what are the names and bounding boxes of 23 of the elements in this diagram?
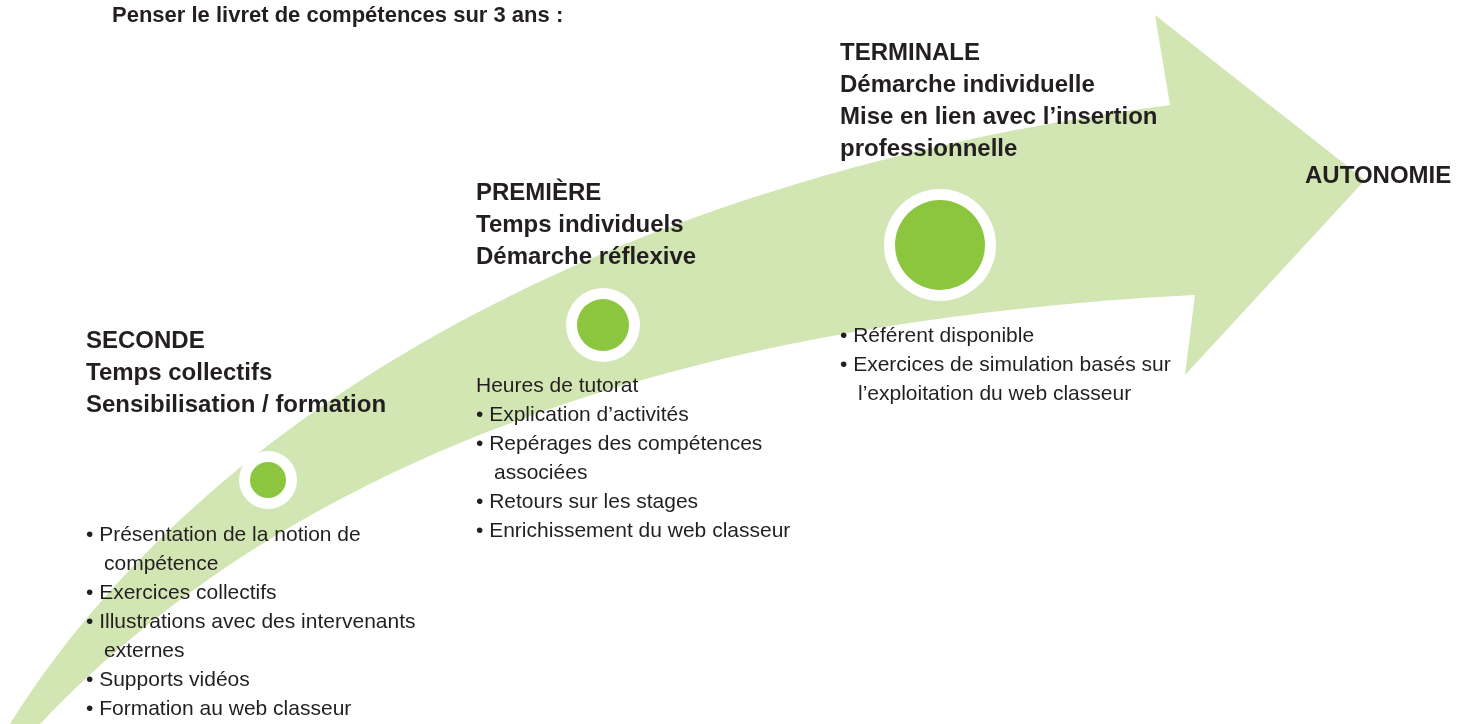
bullet-item: • Repérages des compétences associées bbox=[476, 430, 764, 485]
stage-heading: Sensibilisation / formation bbox=[86, 389, 388, 419]
bullet-item: • Supports vidéos bbox=[86, 666, 251, 692]
bullet-item: • Exercices collectifs bbox=[86, 579, 278, 605]
bullet-item: • Retours sur les stages bbox=[476, 488, 700, 514]
bullet-item: • Enrichissement du web classeur bbox=[476, 517, 792, 543]
bullet-item: • Illustrations avec des intervenants externes bbox=[86, 608, 417, 663]
stage-heading: PREMIÈRE bbox=[476, 177, 603, 207]
diagram-title: Penser le livret de compétences sur 3 ans : bbox=[112, 2, 564, 28]
stage-heading: Temps individuels bbox=[476, 209, 685, 239]
stage-heading: Démarche réflexive bbox=[476, 241, 698, 271]
stage-heading: Temps collectifs bbox=[86, 357, 274, 387]
stage-heading: SECONDE bbox=[86, 325, 206, 355]
stage-heading: Mise en lien avec l’insertion professionnelle bbox=[840, 101, 1159, 163]
bullet-item: • Présentation de la notion de compétence bbox=[86, 521, 362, 576]
bullet-item: • Référent disponible bbox=[840, 322, 1036, 348]
stage-heading: AUTONOMIE bbox=[1305, 160, 1453, 190]
section-label: Heures de tutorat bbox=[476, 372, 640, 398]
bullet-item: • Explication d’activités bbox=[476, 401, 690, 427]
bullet-item: • Exercices de simulation basés sur l’exploitation du web classeur bbox=[840, 351, 1172, 406]
stage-heading: Démarche individuelle bbox=[840, 69, 1096, 99]
bullet-item: • Formation au web classeur bbox=[86, 695, 353, 721]
stage-heading: TERMINALE bbox=[840, 37, 981, 67]
